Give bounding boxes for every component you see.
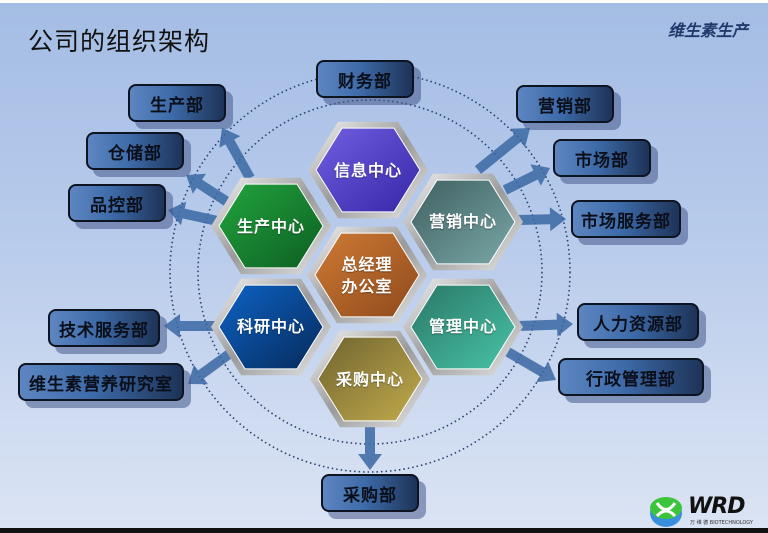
arrow-to-nutrition-lab bbox=[188, 348, 235, 385]
arrow-to-market-service bbox=[517, 207, 566, 232]
arrow-to-qc bbox=[168, 201, 224, 227]
center-hexagons bbox=[211, 121, 523, 428]
slide-subtitle: 维生素生产 bbox=[667, 21, 748, 40]
hex-label-mgmt: 管理中心 bbox=[428, 317, 498, 336]
hex-label-general-office: 总经理 办公室 bbox=[341, 254, 392, 298]
arrow-to-production-dept bbox=[219, 128, 255, 181]
arrow-to-warehouse bbox=[186, 173, 235, 210]
arrow-to-purchasing bbox=[358, 424, 382, 470]
dept-sales[interactable]: 营销部 bbox=[516, 85, 614, 123]
arrow-to-sales-dept bbox=[474, 128, 530, 174]
arrow-to-hr bbox=[517, 312, 573, 337]
dept-admin[interactable]: 行政管理部 bbox=[558, 358, 704, 396]
top-border bbox=[0, 0, 768, 3]
general-office-line2: 办公室 bbox=[341, 277, 393, 296]
hex-sales[interactable] bbox=[410, 179, 516, 265]
company-logo: WRD 万 维 德 BIOTECHNOLOGY bbox=[648, 494, 760, 528]
slide-title: 公司的组织架构 bbox=[28, 27, 211, 56]
dept-tech-service[interactable]: 技术服务部 bbox=[48, 309, 160, 347]
dept-production[interactable]: 生产部 bbox=[128, 84, 226, 122]
hex-research[interactable] bbox=[218, 284, 324, 370]
hex-mgmt[interactable] bbox=[410, 284, 516, 370]
logo-text: WRD bbox=[688, 494, 745, 519]
bottom-border bbox=[0, 528, 768, 533]
hex-label-sales: 营销中心 bbox=[428, 212, 498, 231]
arrow-to-admin bbox=[505, 347, 556, 383]
arrow-to-market bbox=[502, 164, 550, 195]
connector-arrows bbox=[164, 128, 573, 470]
dept-warehouse[interactable]: 仓储部 bbox=[86, 132, 184, 170]
hex-general-office[interactable] bbox=[314, 232, 420, 318]
dept-finance[interactable]: 财务部 bbox=[316, 60, 414, 98]
outer-orbit-ring bbox=[169, 71, 571, 473]
hex-label-info: 信息中心 bbox=[333, 161, 403, 180]
hex-label-purchase: 采购中心 bbox=[335, 370, 405, 389]
dept-nutrition-lab[interactable]: 维生素营养研究室 bbox=[18, 363, 184, 401]
logo-subtext: 万 维 德 BIOTECHNOLOGY bbox=[690, 520, 753, 526]
dept-market[interactable]: 市场部 bbox=[553, 139, 651, 177]
dept-purchasing[interactable]: 采购部 bbox=[321, 474, 419, 512]
dept-market-service[interactable]: 市场服务部 bbox=[571, 200, 681, 238]
hex-label-production: 生产中心 bbox=[236, 217, 306, 236]
dept-hr[interactable]: 人力资源部 bbox=[577, 303, 699, 341]
general-office-line1: 总经理 bbox=[341, 255, 393, 274]
hex-info[interactable] bbox=[315, 127, 421, 213]
hex-label-research: 科研中心 bbox=[236, 317, 306, 336]
dept-qc[interactable]: 品控部 bbox=[68, 184, 166, 222]
hex-production[interactable] bbox=[218, 183, 324, 269]
hex-purchase[interactable] bbox=[317, 336, 423, 422]
logo-emblem-icon bbox=[650, 497, 682, 527]
arrow-to-tech-service bbox=[164, 314, 222, 338]
